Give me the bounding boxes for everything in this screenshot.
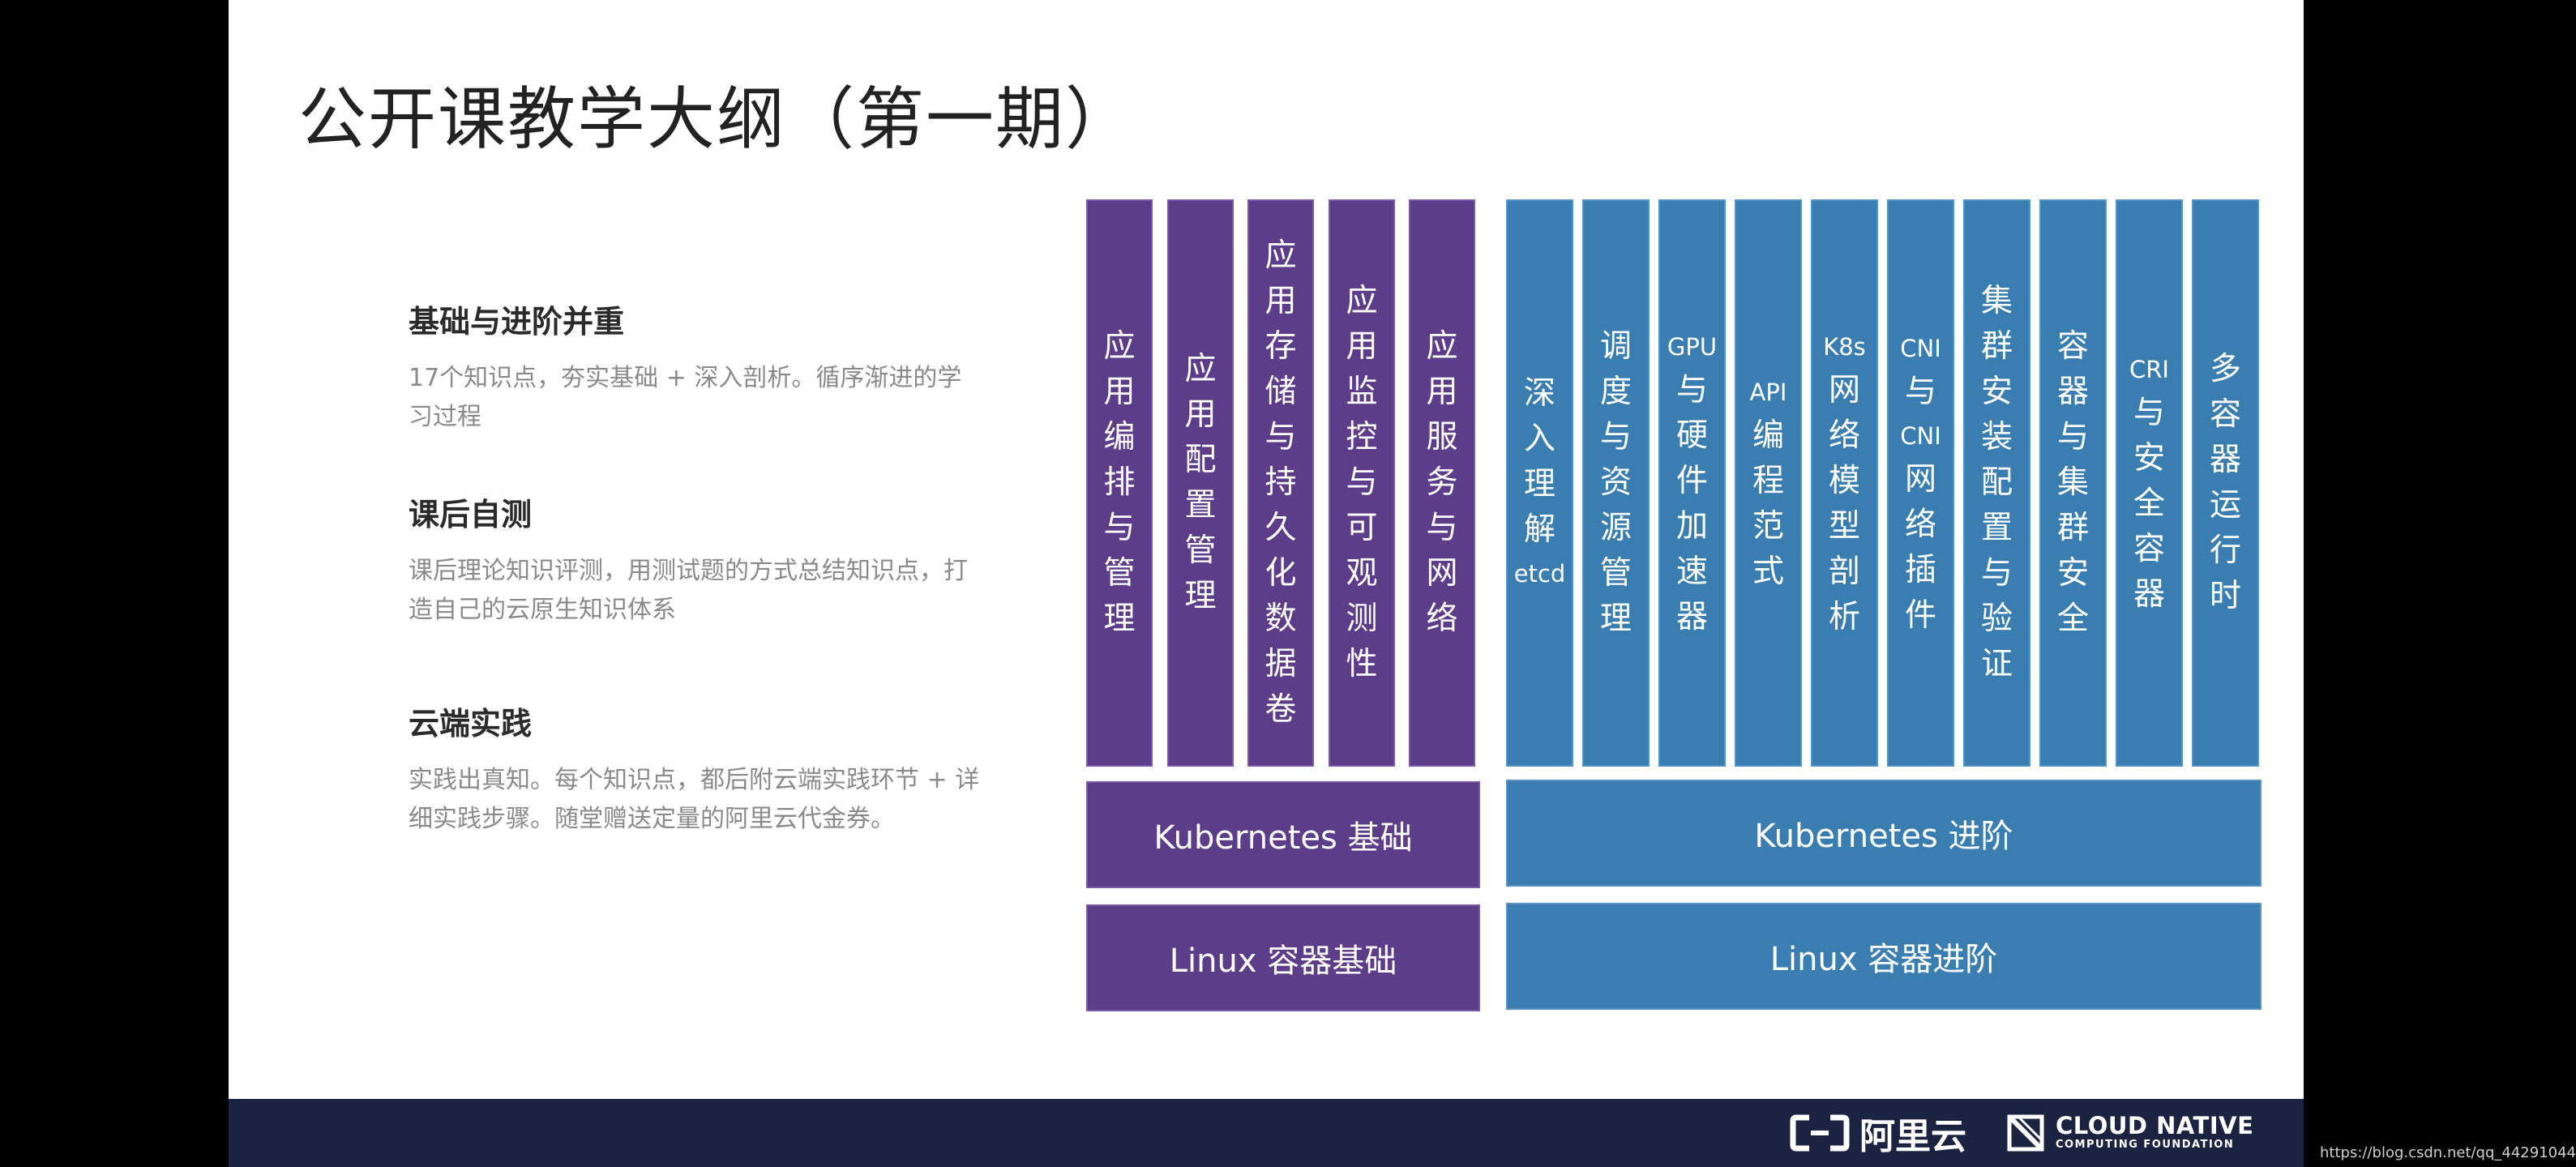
section-cloud-practice: 云端实践 实践出真知。每个知识点，都后附云端实践环节 + 详 细实践步骤。随堂赠…: [409, 699, 1025, 839]
section-description-line: 17个知识点，夯实基础 + 深入剖析。循序渐进的学: [409, 364, 962, 392]
basic-pillar: 应用服务与网络: [1409, 199, 1475, 767]
aliyun-logo: 阿里云: [1790, 1110, 1966, 1157]
advanced-pillar: 多容器运行时: [2192, 199, 2259, 767]
cncf-logo: CLOUD NATIVE COMPUTING FOUNDATION: [2007, 1110, 2253, 1156]
basic-pillar: 应用编排与管理: [1086, 199, 1153, 767]
pillar-label: 应用服务与网络: [1426, 328, 1458, 637]
page-title: 公开课教学大纲（第一期）: [298, 79, 1136, 159]
pillar-label: 多容器运行时: [2209, 351, 2241, 614]
pillar-label: 应用存储与持久化数据卷: [1264, 237, 1297, 728]
section-self-test: 课后自测 课后理论知识评测，用测试题的方式总结知识点，打 造自己的云原生知识体系: [409, 489, 1025, 630]
cncf-name-line2: COMPUTING FOUNDATION: [2056, 1139, 2235, 1151]
kubernetes-advanced-bar: Kubernetes 进阶: [1506, 780, 2261, 887]
pillar-label: 应用监控与可观测性: [1346, 283, 1378, 682]
pillar-label: 调度与资源管理: [1599, 328, 1632, 637]
pillar-label: 容器与集群安全: [2056, 328, 2089, 637]
pillar-label: 应用配置管理: [1184, 351, 1217, 614]
kubernetes-basic-bar: Kubernetes 基础: [1086, 781, 1480, 888]
linux-basic-bar: Linux 容器基础: [1086, 904, 1480, 1011]
slide: 公开课教学大纲（第一期） 基础与进阶并重 17个知识点，夯实基础 + 深入剖析。…: [229, 0, 2304, 1167]
section-basics: 基础与进阶并重 17个知识点，夯实基础 + 深入剖析。循序渐进的学 习过程: [409, 297, 1025, 437]
aliyun-logo-text: 阿里云: [1859, 1116, 1966, 1157]
section-heading: 云端实践: [409, 706, 533, 742]
cncf-text: CLOUD NATIVE COMPUTING FOUNDATION: [2056, 1114, 2253, 1152]
section-heading: 基础与进阶并重: [409, 304, 625, 340]
section-description-line: 课后理论知识评测，用测试题的方式总结知识点，打: [409, 557, 968, 585]
basic-pillar: 应用监控与可观测性: [1329, 199, 1395, 767]
footer-bar: 阿里云 CLOUD NATIVE COMPUTING FOUNDATION: [229, 1099, 2304, 1167]
url-watermark: https://blog.csdn.net/qq_44291044: [2320, 1144, 2576, 1161]
section-description-line: 习过程: [409, 403, 481, 431]
aliyun-bracket-icon: [1790, 1114, 1850, 1152]
cncf-mark-icon: [2007, 1114, 2044, 1152]
section-description: 实践出真知。每个知识点，都后附云端实践环节 + 详 细实践步骤。随堂赠送定量的阿…: [409, 761, 1025, 839]
basic-pillar: 应用存储与持久化数据卷: [1247, 199, 1314, 767]
section-description-line: 造自己的云原生知识体系: [409, 596, 676, 624]
pillar-label: 应用编排与管理: [1103, 328, 1136, 637]
cncf-name-line1: CLOUD NATIVE: [2056, 1112, 2254, 1139]
section-description-line: 细实践步骤。随堂赠送定量的阿里云代金券。: [409, 805, 895, 833]
section-description-line: 实践出真知。每个知识点，都后附云端实践环节 + 详: [409, 766, 980, 794]
pillar-label: 集群安装配置与验证: [1980, 283, 2013, 682]
section-heading: 课后自测: [409, 497, 533, 532]
section-description: 课后理论知识评测，用测试题的方式总结知识点，打 造自己的云原生知识体系: [409, 552, 1025, 630]
advanced-pillar: 集群安装配置与验证: [1963, 199, 2030, 767]
advanced-pillar: 容器与集群安全: [2039, 199, 2107, 767]
advanced-pillar: 调度与资源管理: [1582, 199, 1650, 767]
linux-advanced-bar: Linux 容器进阶: [1506, 903, 2261, 1010]
basic-pillar: 应用配置管理: [1167, 199, 1234, 767]
section-description: 17个知识点，夯实基础 + 深入剖析。循序渐进的学 习过程: [409, 359, 1025, 437]
